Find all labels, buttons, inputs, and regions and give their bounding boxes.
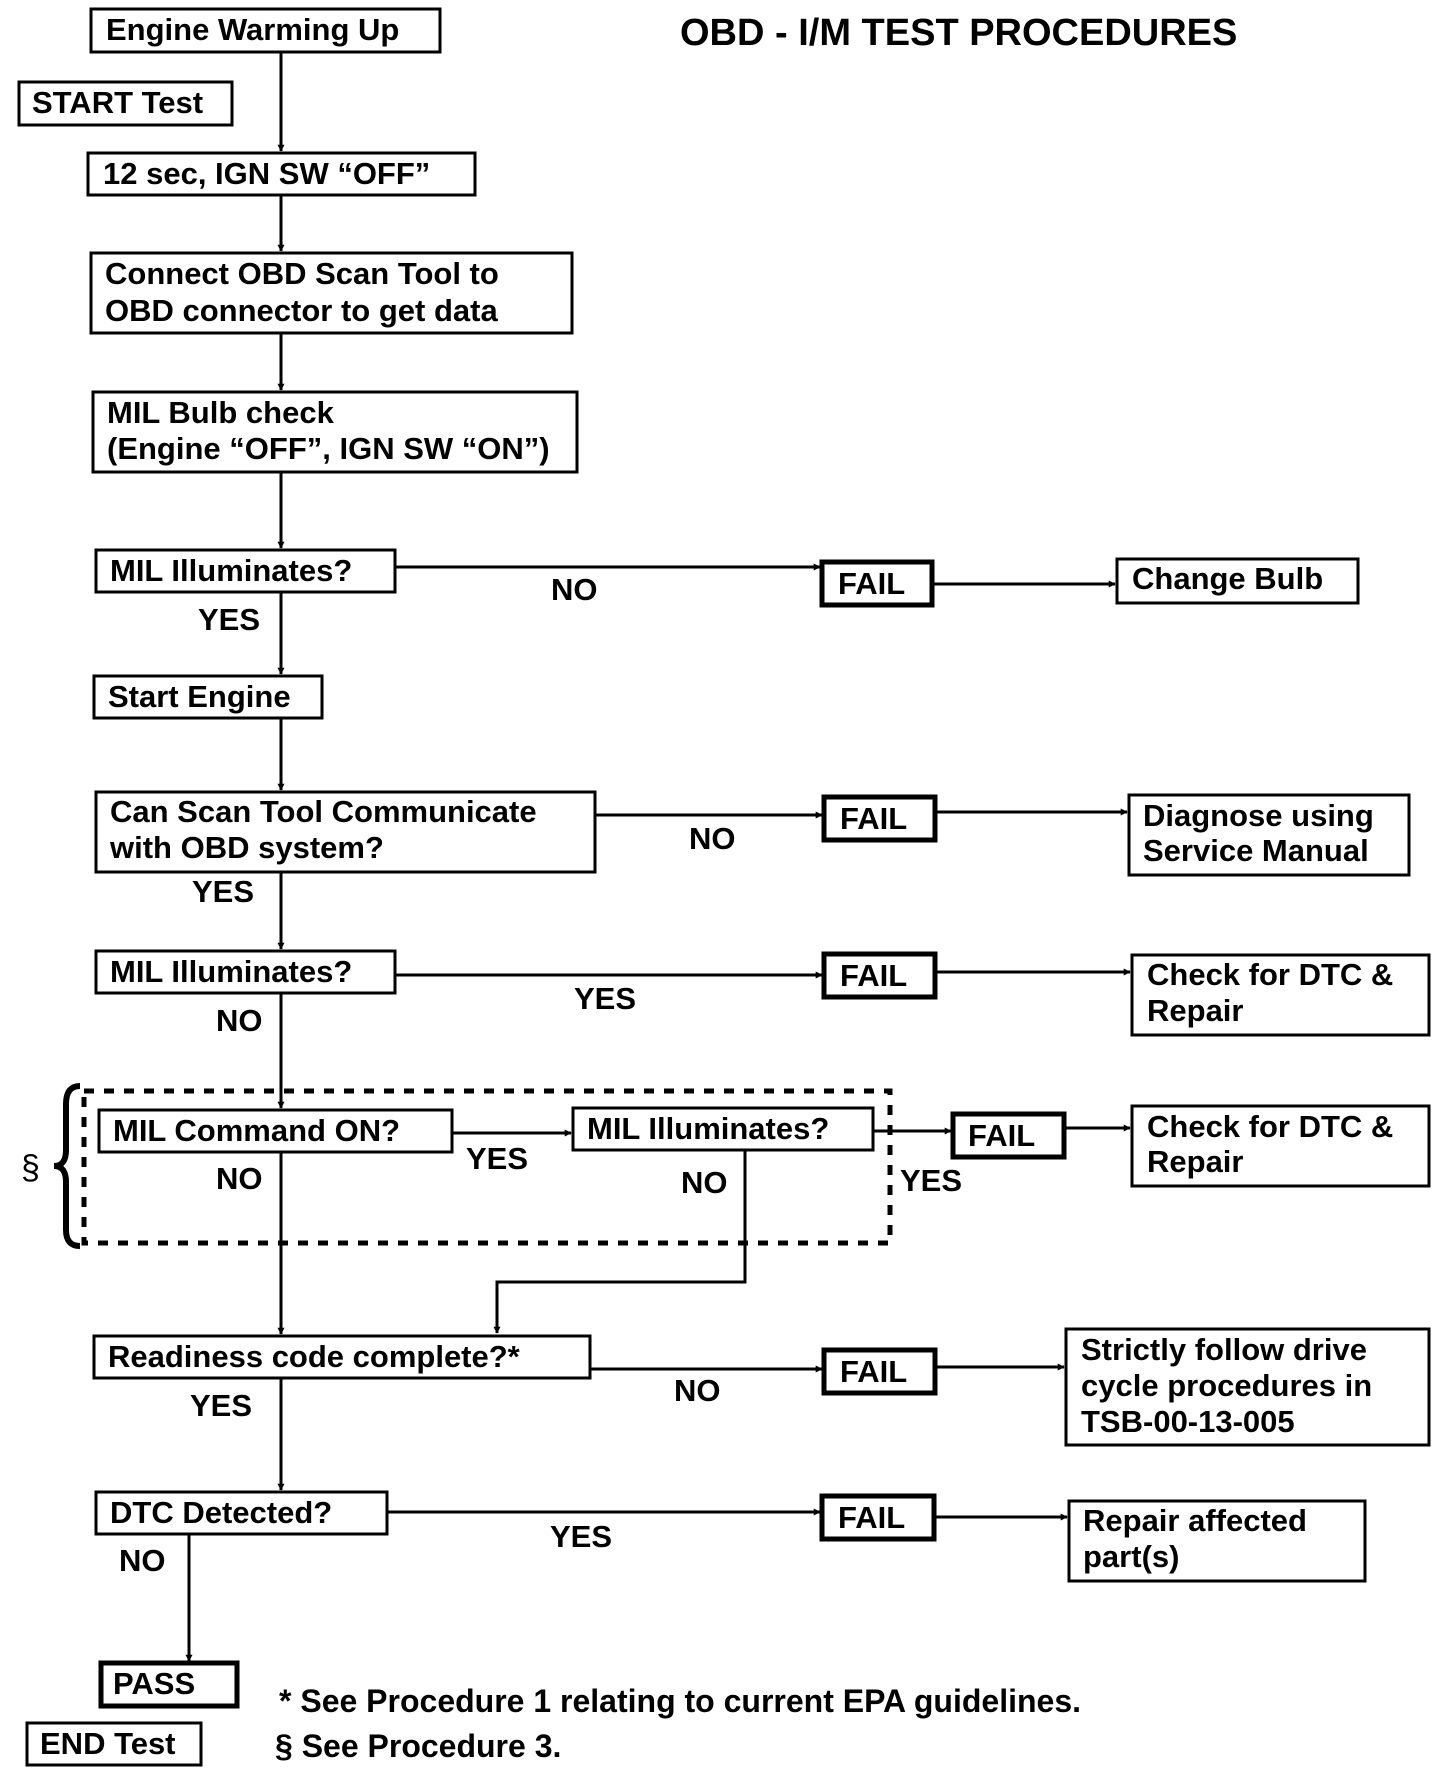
node-can-scan-label-1: Can Scan Tool Communicate (110, 794, 537, 829)
node-mil-illuminates-3: MIL Illuminates? (571, 1106, 875, 1152)
node-mil-command-on: MIL Command ON? (97, 1108, 454, 1154)
node-readiness-label: Readiness code complete?* (108, 1339, 521, 1374)
node-mil-illuminates-3-label: MIL Illuminates? (587, 1111, 829, 1146)
label-yes-can-scan: YES (192, 874, 254, 909)
outcome-check-dtc-a-label-1: Check for DTC & (1147, 957, 1393, 992)
node-dtc-detected-label: DTC Detected? (110, 1495, 332, 1530)
outcome-diagnose: Diagnose using Service Manual (1127, 793, 1411, 877)
outcome-diagnose-label-1: Diagnose using (1143, 798, 1374, 833)
footnote-section: § See Procedure 3. (275, 1728, 561, 1764)
outcome-change-bulb: Change Bulb (1115, 557, 1360, 605)
label-no-command: NO (216, 1161, 263, 1196)
label-yes-mil3: YES (900, 1163, 962, 1198)
outcome-repair-parts: Repair affected part(s) (1067, 1499, 1367, 1583)
label-yes-readiness: YES (190, 1388, 252, 1423)
fail-box-2: FAIL (821, 794, 938, 843)
outcome-strictly-label-2: cycle procedures in (1081, 1368, 1372, 1403)
outcome-repair-label-2: part(s) (1083, 1539, 1179, 1574)
outcome-diagnose-label-2: Service Manual (1143, 833, 1369, 868)
node-dtc-detected: DTC Detected? (94, 1490, 389, 1536)
node-connect-label-1: Connect OBD Scan Tool to (105, 256, 499, 291)
node-connect-scan-tool: Connect OBD Scan Tool to OBD connector t… (89, 251, 574, 335)
node-start-test: START Test (17, 80, 234, 127)
label-no-dtc: NO (119, 1543, 166, 1578)
fail-box-6: FAIL (819, 1493, 937, 1542)
node-ign-off-label: 12 sec, IGN SW “OFF” (103, 156, 430, 191)
node-engine-warming: Engine Warming Up (89, 7, 442, 54)
outcome-check-dtc-b-label-1: Check for DTC & (1147, 1109, 1393, 1144)
outcome-check-dtc-a-label-2: Repair (1147, 993, 1243, 1028)
footnote-asterisk: * See Procedure 1 relating to current EP… (279, 1683, 1081, 1719)
fail-box-1: FAIL (819, 559, 935, 608)
label-no-readiness: NO (674, 1373, 721, 1408)
fail-box-5: FAIL (821, 1347, 938, 1396)
node-mil-command-label: MIL Command ON? (113, 1113, 400, 1148)
fail-box-4-label: FAIL (968, 1118, 1035, 1153)
outcome-check-dtc-b-label-2: Repair (1147, 1144, 1243, 1179)
node-mil-illuminates-2: MIL Illuminates? (94, 949, 397, 995)
section-brace (53, 1083, 81, 1249)
fail-box-5-label: FAIL (840, 1354, 907, 1389)
outcome-strictly-label-3: TSB-00-13-005 (1081, 1404, 1295, 1439)
node-mil-illuminates-2-label: MIL Illuminates? (110, 954, 352, 989)
node-engine-warming-label: Engine Warming Up (106, 12, 399, 47)
node-start-engine: Start Engine (92, 674, 324, 720)
label-no-mil2: NO (216, 1003, 263, 1038)
fail-box-3: FAIL (821, 951, 938, 1000)
page-title: OBD - I/M TEST PROCEDURES (680, 12, 1237, 54)
fail-box-1-label: FAIL (838, 566, 905, 601)
outcome-strictly-label-1: Strictly follow drive (1081, 1332, 1367, 1367)
node-pass-label: PASS (113, 1666, 195, 1701)
label-no-can-scan: NO (689, 821, 736, 856)
outcome-change-bulb-label: Change Bulb (1132, 561, 1323, 596)
fail-box-4: FAIL (950, 1111, 1067, 1160)
procedure-3-group (81, 1088, 893, 1246)
node-mil-illuminates-1: MIL Illuminates? (94, 548, 397, 594)
node-end-test: END Test (25, 1721, 203, 1767)
node-mil-bulb-check: MIL Bulb check (Engine “OFF”, IGN SW “ON… (91, 390, 579, 474)
label-no-mil3: NO (681, 1165, 728, 1200)
fail-box-6-label: FAIL (838, 1500, 905, 1535)
node-pass: PASS (98, 1660, 240, 1709)
outcome-strictly-follow: Strictly follow drive cycle procedures i… (1064, 1327, 1431, 1447)
label-yes-mil2: YES (574, 981, 636, 1016)
fail-box-2-label: FAIL (840, 801, 907, 836)
node-ign-off: 12 sec, IGN SW “OFF” (86, 151, 477, 197)
node-mil-bulb-label-1: MIL Bulb check (107, 395, 335, 430)
label-yes-mil1: YES (198, 602, 260, 637)
label-yes-dtc: YES (550, 1519, 612, 1554)
label-no-mil1: NO (551, 572, 598, 607)
connector-mil3-no-to-readiness (493, 1150, 747, 1334)
outcome-check-dtc-b: Check for DTC & Repair (1130, 1104, 1431, 1188)
node-connect-label-2: OBD connector to get data (105, 293, 498, 328)
node-mil-illuminates-1-label: MIL Illuminates? (110, 553, 352, 588)
node-can-scan-label-2: with OBD system? (109, 830, 384, 865)
node-mil-bulb-label-2: (Engine “OFF”, IGN SW “ON”) (107, 431, 550, 466)
node-start-engine-label: Start Engine (108, 679, 291, 714)
section-mark: § (21, 1149, 40, 1187)
outcome-check-dtc-a: Check for DTC & Repair (1130, 953, 1431, 1037)
node-start-test-label: START Test (32, 85, 203, 120)
node-can-scan-tool: Can Scan Tool Communicate with OBD syste… (94, 790, 597, 874)
fail-box-3-label: FAIL (840, 958, 907, 993)
node-readiness-code: Readiness code complete?* (92, 1334, 592, 1380)
node-end-test-label: END Test (40, 1726, 176, 1761)
outcome-repair-label-1: Repair affected (1083, 1503, 1307, 1538)
label-yes-command: YES (466, 1141, 528, 1176)
